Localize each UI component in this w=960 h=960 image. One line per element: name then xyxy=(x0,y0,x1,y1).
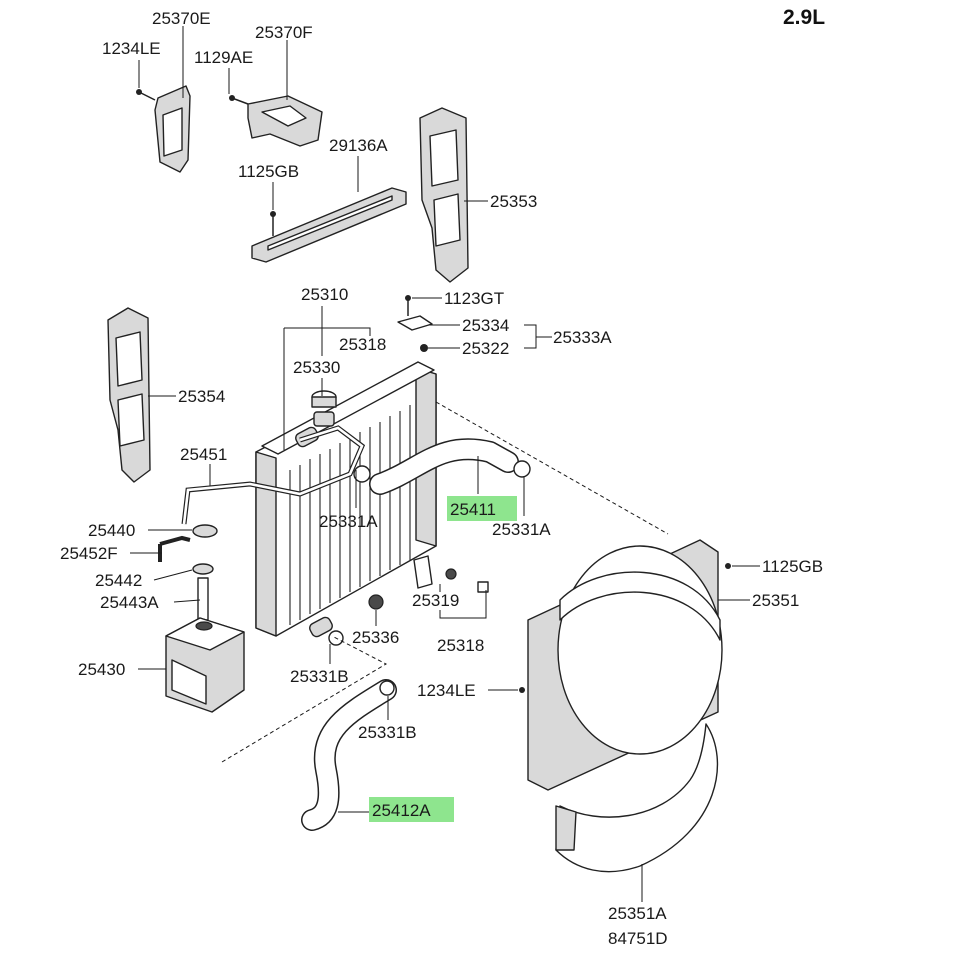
part-label-25333a[interactable]: 25333A xyxy=(553,328,612,347)
air-guard-29136a-drawing xyxy=(251,187,407,263)
part-label-25452f[interactable]: 25452F xyxy=(60,544,118,563)
part-label-25318-bottom[interactable]: 25318 xyxy=(437,636,484,655)
fan-guard-25351a-drawing xyxy=(555,723,719,873)
part-label-25353[interactable]: 25353 xyxy=(490,192,537,211)
part-label-1129ae[interactable]: 1129AE xyxy=(194,48,253,67)
part-label-25331a-right[interactable]: 25331A xyxy=(492,520,551,539)
part-label-25318-top[interactable]: 25318 xyxy=(339,335,386,354)
part-label-1125gb-right[interactable]: 1125GB xyxy=(762,557,823,576)
part-label-1123gt[interactable]: 1123GT xyxy=(444,289,504,308)
part-label-1234le-top[interactable]: 1234LE xyxy=(102,39,161,58)
part-label-25351a[interactable]: 25351A xyxy=(608,904,667,923)
coolant-reservoir-25430-drawing xyxy=(165,617,245,713)
part-label-25440[interactable]: 25440 xyxy=(88,521,135,540)
bracket-25370e-drawing xyxy=(136,85,191,173)
part-label-25322[interactable]: 25322 xyxy=(462,339,509,358)
part-label-84751d[interactable]: 84751D xyxy=(608,929,668,948)
side-shroud-25353-drawing xyxy=(419,107,469,283)
part-label-25331b-bottom[interactable]: 25331B xyxy=(358,723,417,742)
part-label-25443a[interactable]: 25443A xyxy=(100,593,159,612)
upper-hose-25411-drawing xyxy=(353,438,531,495)
radiator-core-fins xyxy=(289,405,411,625)
part-label-25442[interactable]: 25442 xyxy=(95,571,142,590)
part-label-25430[interactable]: 25430 xyxy=(78,660,125,679)
part-label-25319[interactable]: 25319 xyxy=(412,591,459,610)
engine-variant-label: 2.9L xyxy=(783,6,825,29)
part-label-25336[interactable]: 25336 xyxy=(352,628,399,647)
part-label-25411[interactable]: 25411 xyxy=(450,500,496,519)
part-label-25370f[interactable]: 25370F xyxy=(255,23,313,42)
part-label-25331a-left[interactable]: 25331A xyxy=(319,512,378,531)
overflow-tube-25451-drawing xyxy=(181,425,366,525)
lower-hose-25412a-drawing xyxy=(301,630,397,831)
part-label-25334[interactable]: 25334 xyxy=(462,316,509,335)
part-label-25354[interactable]: 25354 xyxy=(178,387,225,406)
part-label-25412a[interactable]: 25412A xyxy=(372,801,431,820)
part-label-25330[interactable]: 25330 xyxy=(293,358,340,377)
part-label-1234le-bottom[interactable]: 1234LE xyxy=(417,681,476,700)
highlight-box-25412a xyxy=(369,797,454,822)
assembly-dashed-line-lower-hose xyxy=(221,635,388,763)
fan-shroud-25351-drawing xyxy=(519,539,731,791)
part-label-1125gb-top[interactable]: 1125GB xyxy=(238,162,299,181)
side-shroud-25354-drawing xyxy=(107,307,151,483)
part-label-25310[interactable]: 25310 xyxy=(301,285,348,304)
highlight-box-25411 xyxy=(447,496,517,521)
leader-lines xyxy=(130,26,760,902)
part-label-25331b-left[interactable]: 25331B xyxy=(290,667,349,686)
radiator-25310-drawing xyxy=(255,295,489,638)
assembly-dashed-line-radiator-shroud xyxy=(435,401,669,535)
reservoir-fittings-drawing xyxy=(158,524,218,621)
part-label-25370e[interactable]: 25370E xyxy=(152,9,211,28)
part-label-29136a[interactable]: 29136A xyxy=(329,136,388,155)
bracket-25370f-drawing xyxy=(229,95,323,147)
part-label-25451[interactable]: 25451 xyxy=(180,445,227,464)
part-label-25351[interactable]: 25351 xyxy=(752,591,799,610)
